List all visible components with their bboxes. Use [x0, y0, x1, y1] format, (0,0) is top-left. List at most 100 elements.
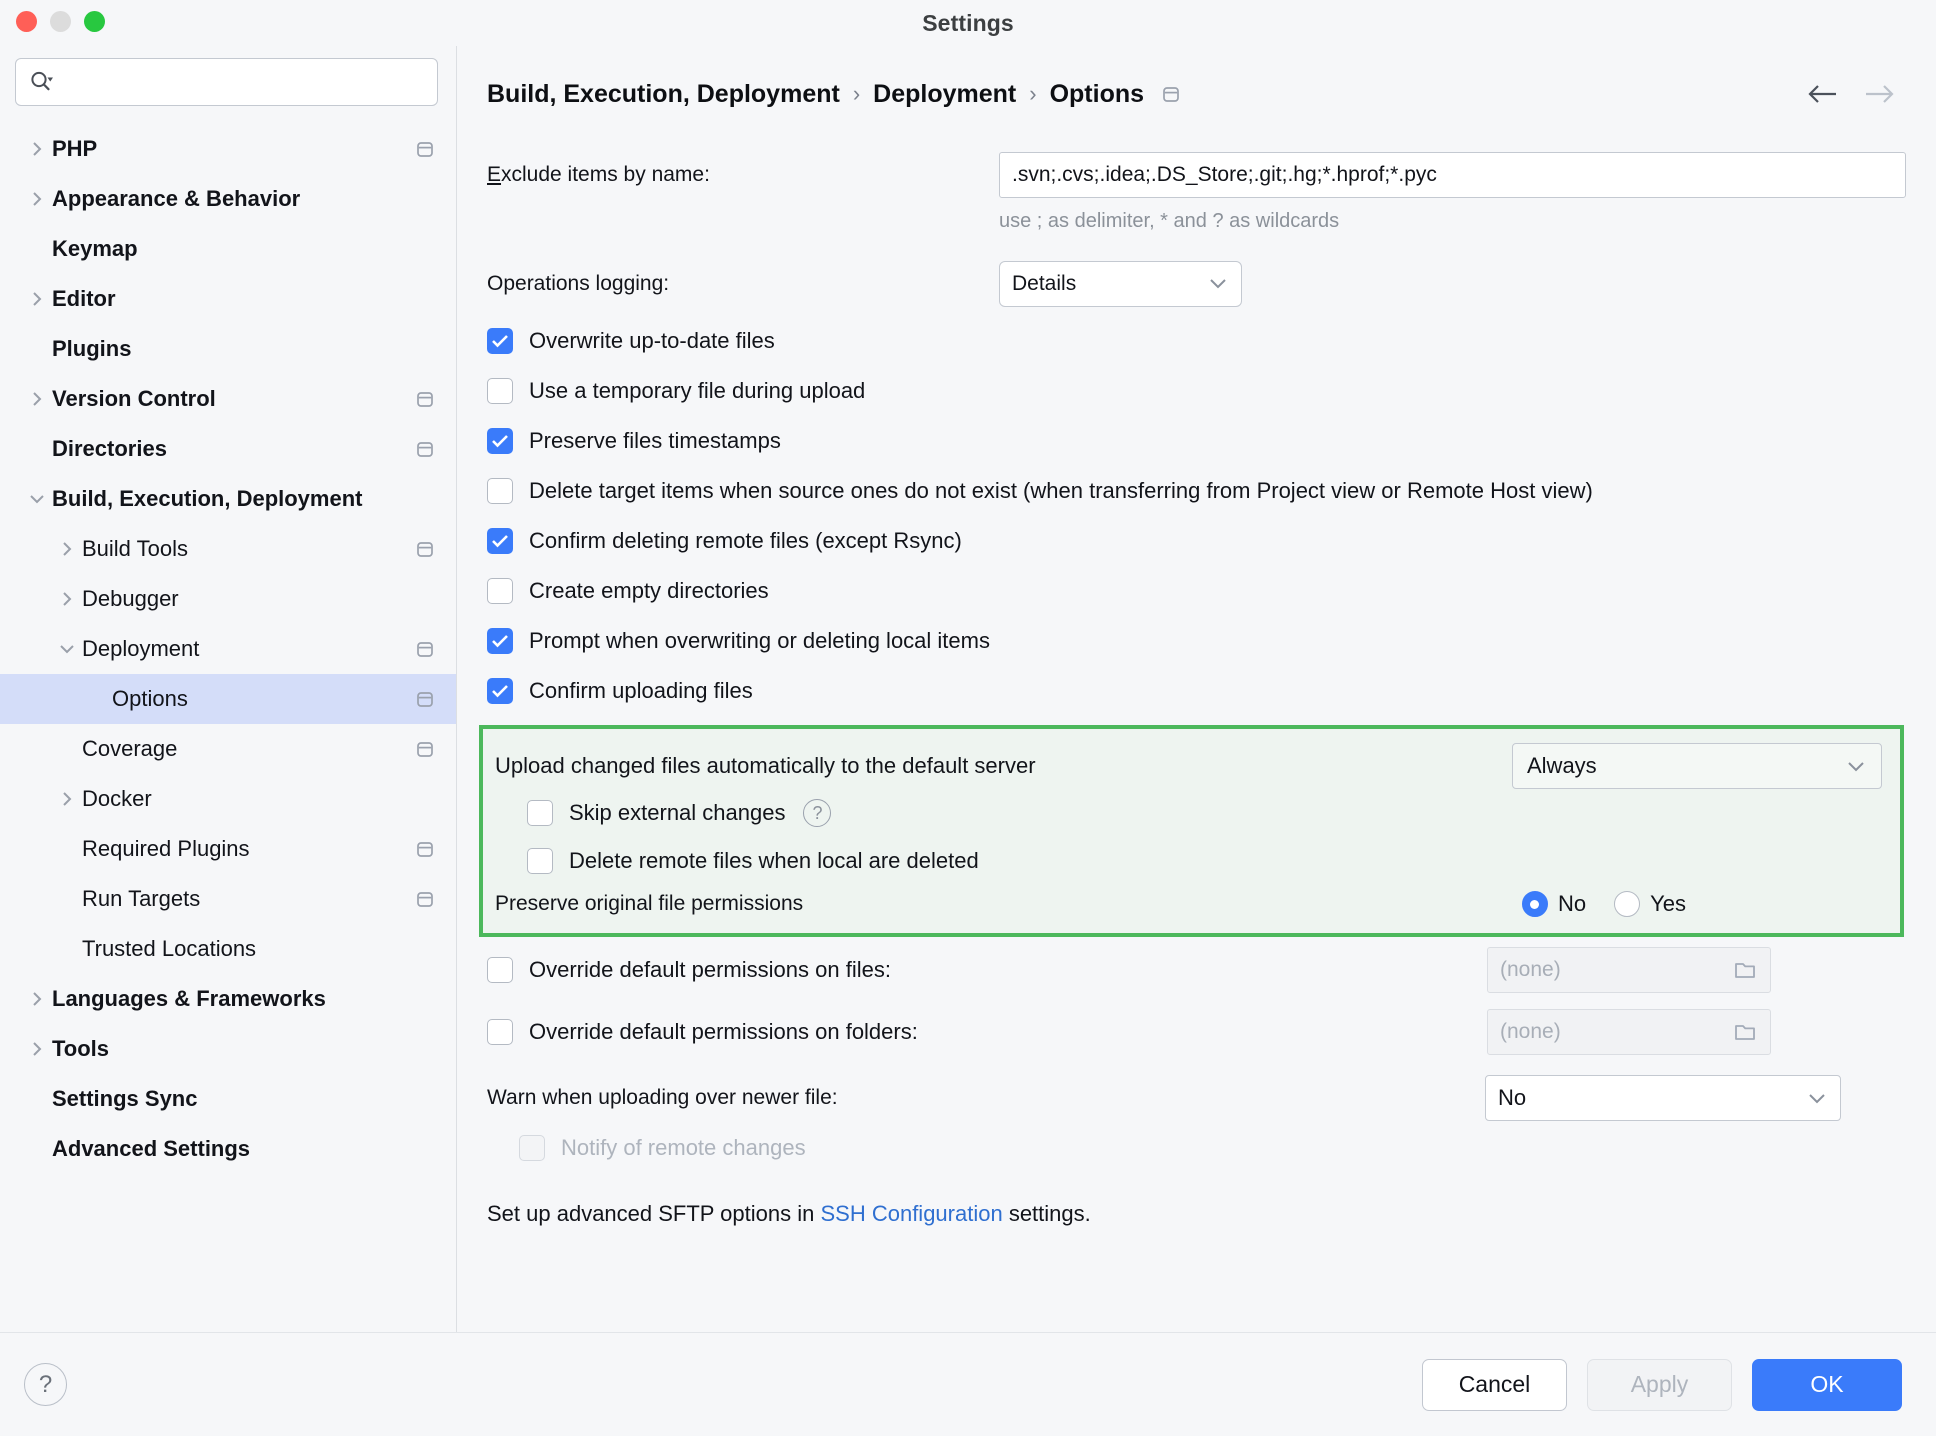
checkbox-row-delete-target-items-when-source-ones-do-not-exis[interactable]: Delete target items when source ones do … [487, 469, 1906, 513]
arrow-right-icon[interactable] [1862, 81, 1896, 107]
sftp-note-prefix: Set up advanced SFTP options in [487, 1201, 821, 1226]
help-icon[interactable]: ? [803, 799, 832, 827]
title-bar: Settings [0, 0, 1936, 46]
override-folders-input: (none) [1487, 1009, 1771, 1055]
upload-automatically-value: Always [1527, 753, 1597, 778]
sidebar-item-appearance-behavior[interactable]: Appearance & Behavior [0, 174, 456, 224]
chevron-down-icon[interactable] [22, 491, 52, 507]
checkbox-row-preserve-files-timestamps[interactable]: Preserve files timestamps [487, 419, 1906, 463]
override-folders-checkbox[interactable] [487, 1019, 513, 1045]
sidebar-item-label: Advanced Settings [52, 1136, 251, 1161]
checkbox-confirm-deleting-remote-files-except-rsync[interactable] [487, 528, 513, 554]
breadcrumb-item-0[interactable]: Build, Execution, Deployment [487, 79, 840, 108]
chevron-right-icon[interactable] [22, 988, 52, 1010]
sidebar-item-debugger[interactable]: Debugger [0, 574, 456, 624]
project-scope-icon [414, 138, 436, 160]
help-icon[interactable]: ? [24, 1363, 67, 1406]
checkbox-label: Confirm deleting remote files (except Rs… [529, 528, 962, 553]
breadcrumb: Build, Execution, Deployment › Deploymen… [457, 46, 1936, 120]
navigation-arrows [1806, 81, 1896, 107]
chevron-right-icon[interactable] [22, 288, 52, 310]
notify-remote-changes-checkbox [519, 1135, 545, 1161]
ok-button[interactable]: OK [1752, 1358, 1902, 1411]
checkbox-use-a-temporary-file-during-upload[interactable] [487, 378, 513, 404]
close-window-button[interactable] [16, 11, 37, 32]
cancel-button[interactable]: Cancel [1422, 1358, 1567, 1411]
radio-no-icon[interactable] [1521, 891, 1548, 917]
search-input[interactable] [60, 70, 425, 94]
checkbox-label: Use a temporary file during upload [529, 378, 866, 403]
sidebar-item-settings-sync[interactable]: Settings Sync [0, 1074, 456, 1124]
sidebar-item-keymap[interactable]: Keymap [0, 224, 456, 274]
arrow-left-icon[interactable] [1806, 81, 1840, 107]
checkbox-row-create-empty-directories[interactable]: Create empty directories [487, 569, 1906, 613]
sidebar-item-plugins[interactable]: Plugins [0, 324, 456, 374]
search-box[interactable] [15, 58, 438, 106]
delete-remote-files-checkbox[interactable] [527, 848, 553, 874]
checkbox-overwrite-up-to-date-files[interactable] [487, 328, 513, 354]
sidebar-item-label: Docker [82, 786, 152, 811]
sidebar-item-label: Directories [52, 436, 167, 461]
sidebar-item-label: Version Control [52, 386, 216, 411]
chevron-right-icon[interactable] [52, 788, 82, 810]
chevron-right-icon[interactable] [22, 138, 52, 160]
sidebar-item-docker[interactable]: Docker [0, 774, 456, 824]
sidebar-item-required-plugins[interactable]: Required Plugins [0, 824, 456, 874]
checkbox-delete-target-items-when-source-ones-do-not-exis[interactable] [487, 478, 513, 504]
zoom-window-button[interactable] [84, 11, 105, 32]
chevron-right-icon[interactable] [22, 388, 52, 410]
checkbox-row-overwrite-up-to-date-files[interactable]: Overwrite up-to-date files [487, 319, 1906, 363]
upload-automatically-select[interactable]: Always [1512, 743, 1882, 789]
delete-remote-files-row[interactable]: Delete remote files when local are delet… [495, 837, 1882, 885]
chevron-down-icon[interactable] [52, 641, 82, 657]
breadcrumb-separator: › [1029, 81, 1037, 106]
warn-newer-file-select[interactable]: No [1485, 1075, 1841, 1121]
exclude-items-input[interactable]: .svn;.cvs;.idea;.DS_Store;.git;.hg;*.hpr… [999, 152, 1906, 198]
sidebar-item-run-targets[interactable]: Run Targets [0, 874, 456, 924]
operations-logging-select[interactable]: Details [999, 261, 1242, 307]
checkbox-row-confirm-deleting-remote-files-except-rsync[interactable]: Confirm deleting remote files (except Rs… [487, 519, 1906, 563]
apply-button: Apply [1587, 1358, 1732, 1411]
checkbox-preserve-files-timestamps[interactable] [487, 428, 513, 454]
sidebar-item-version-control[interactable]: Version Control [0, 374, 456, 424]
sidebar-item-label: Required Plugins [82, 836, 250, 861]
skip-external-changes-row[interactable]: Skip external changes ? [495, 789, 1882, 837]
checkbox-row-prompt-when-overwriting-or-deleting-local-items[interactable]: Prompt when overwriting or deleting loca… [487, 619, 1906, 663]
skip-external-changes-checkbox[interactable] [527, 800, 553, 826]
sidebar-item-deployment[interactable]: Deployment [0, 624, 456, 674]
chevron-down-icon [1806, 1085, 1828, 1111]
sidebar-item-tools[interactable]: Tools [0, 1024, 456, 1074]
breadcrumb-item-2[interactable]: Options [1049, 79, 1145, 108]
chevron-right-icon[interactable] [52, 588, 82, 610]
sidebar-item-coverage[interactable]: Coverage [0, 724, 456, 774]
sidebar-item-build-tools[interactable]: Build Tools [0, 524, 456, 574]
project-scope-icon [414, 438, 436, 460]
sidebar-item-languages-frameworks[interactable]: Languages & Frameworks [0, 974, 456, 1024]
sidebar-item-php[interactable]: PHP [0, 124, 456, 174]
sidebar-item-build-execution-deployment[interactable]: Build, Execution, Deployment [0, 474, 456, 524]
sidebar-item-trusted-locations[interactable]: Trusted Locations [0, 924, 456, 974]
chevron-right-icon[interactable] [22, 1038, 52, 1060]
checkbox-row-confirm-uploading-files[interactable]: Confirm uploading files [487, 669, 1906, 713]
chevron-right-icon[interactable] [22, 188, 52, 210]
breadcrumb-item-1[interactable]: Deployment [873, 79, 1017, 108]
checkbox-confirm-uploading-files[interactable] [487, 678, 513, 704]
sidebar-item-editor[interactable]: Editor [0, 274, 456, 324]
checkbox-prompt-when-overwriting-or-deleting-local-items[interactable] [487, 628, 513, 654]
search-area [0, 58, 456, 106]
checkbox-row-use-a-temporary-file-during-upload[interactable]: Use a temporary file during upload [487, 369, 1906, 413]
sidebar-item-label: Options [112, 686, 188, 711]
radio-yes-icon[interactable] [1614, 891, 1641, 917]
sidebar-item-advanced-settings[interactable]: Advanced Settings [0, 1124, 456, 1174]
sidebar-item-options[interactable]: Options [0, 674, 456, 724]
preserve-permissions-no[interactable]: No [1521, 891, 1586, 917]
override-files-checkbox[interactable] [487, 957, 513, 983]
sidebar-item-directories[interactable]: Directories [0, 424, 456, 474]
chevron-right-icon[interactable] [52, 538, 82, 560]
checkbox-create-empty-directories[interactable] [487, 578, 513, 604]
preserve-permissions-yes[interactable]: Yes [1614, 891, 1686, 917]
minimize-window-button[interactable] [50, 11, 71, 32]
ssh-configuration-link[interactable]: SSH Configuration [820, 1201, 1003, 1226]
skip-external-changes-label: Skip external changes [569, 800, 786, 825]
